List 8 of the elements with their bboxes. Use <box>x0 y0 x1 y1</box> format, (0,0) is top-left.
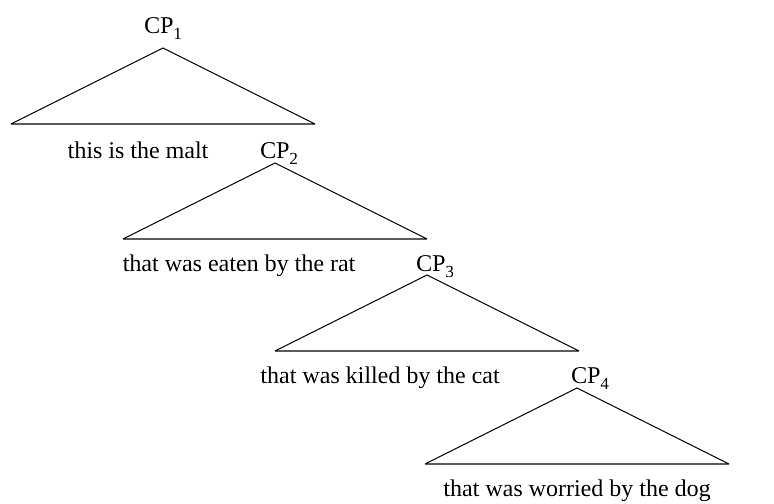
category-label: CP$_{3}$ <box>416 250 454 278</box>
phrase-text: that was eaten by the rat <box>122 250 356 278</box>
phrase-text: that was worried by the dog <box>443 475 711 503</box>
phrase-text: that was killed by the cat <box>260 362 500 390</box>
category-label: CP$_{1}$ <box>144 12 182 40</box>
phrase-text: this is the malt <box>68 137 208 165</box>
category-label: CP$_{4}$ <box>571 362 609 390</box>
category-label: CP$_{2}$ <box>260 137 298 165</box>
